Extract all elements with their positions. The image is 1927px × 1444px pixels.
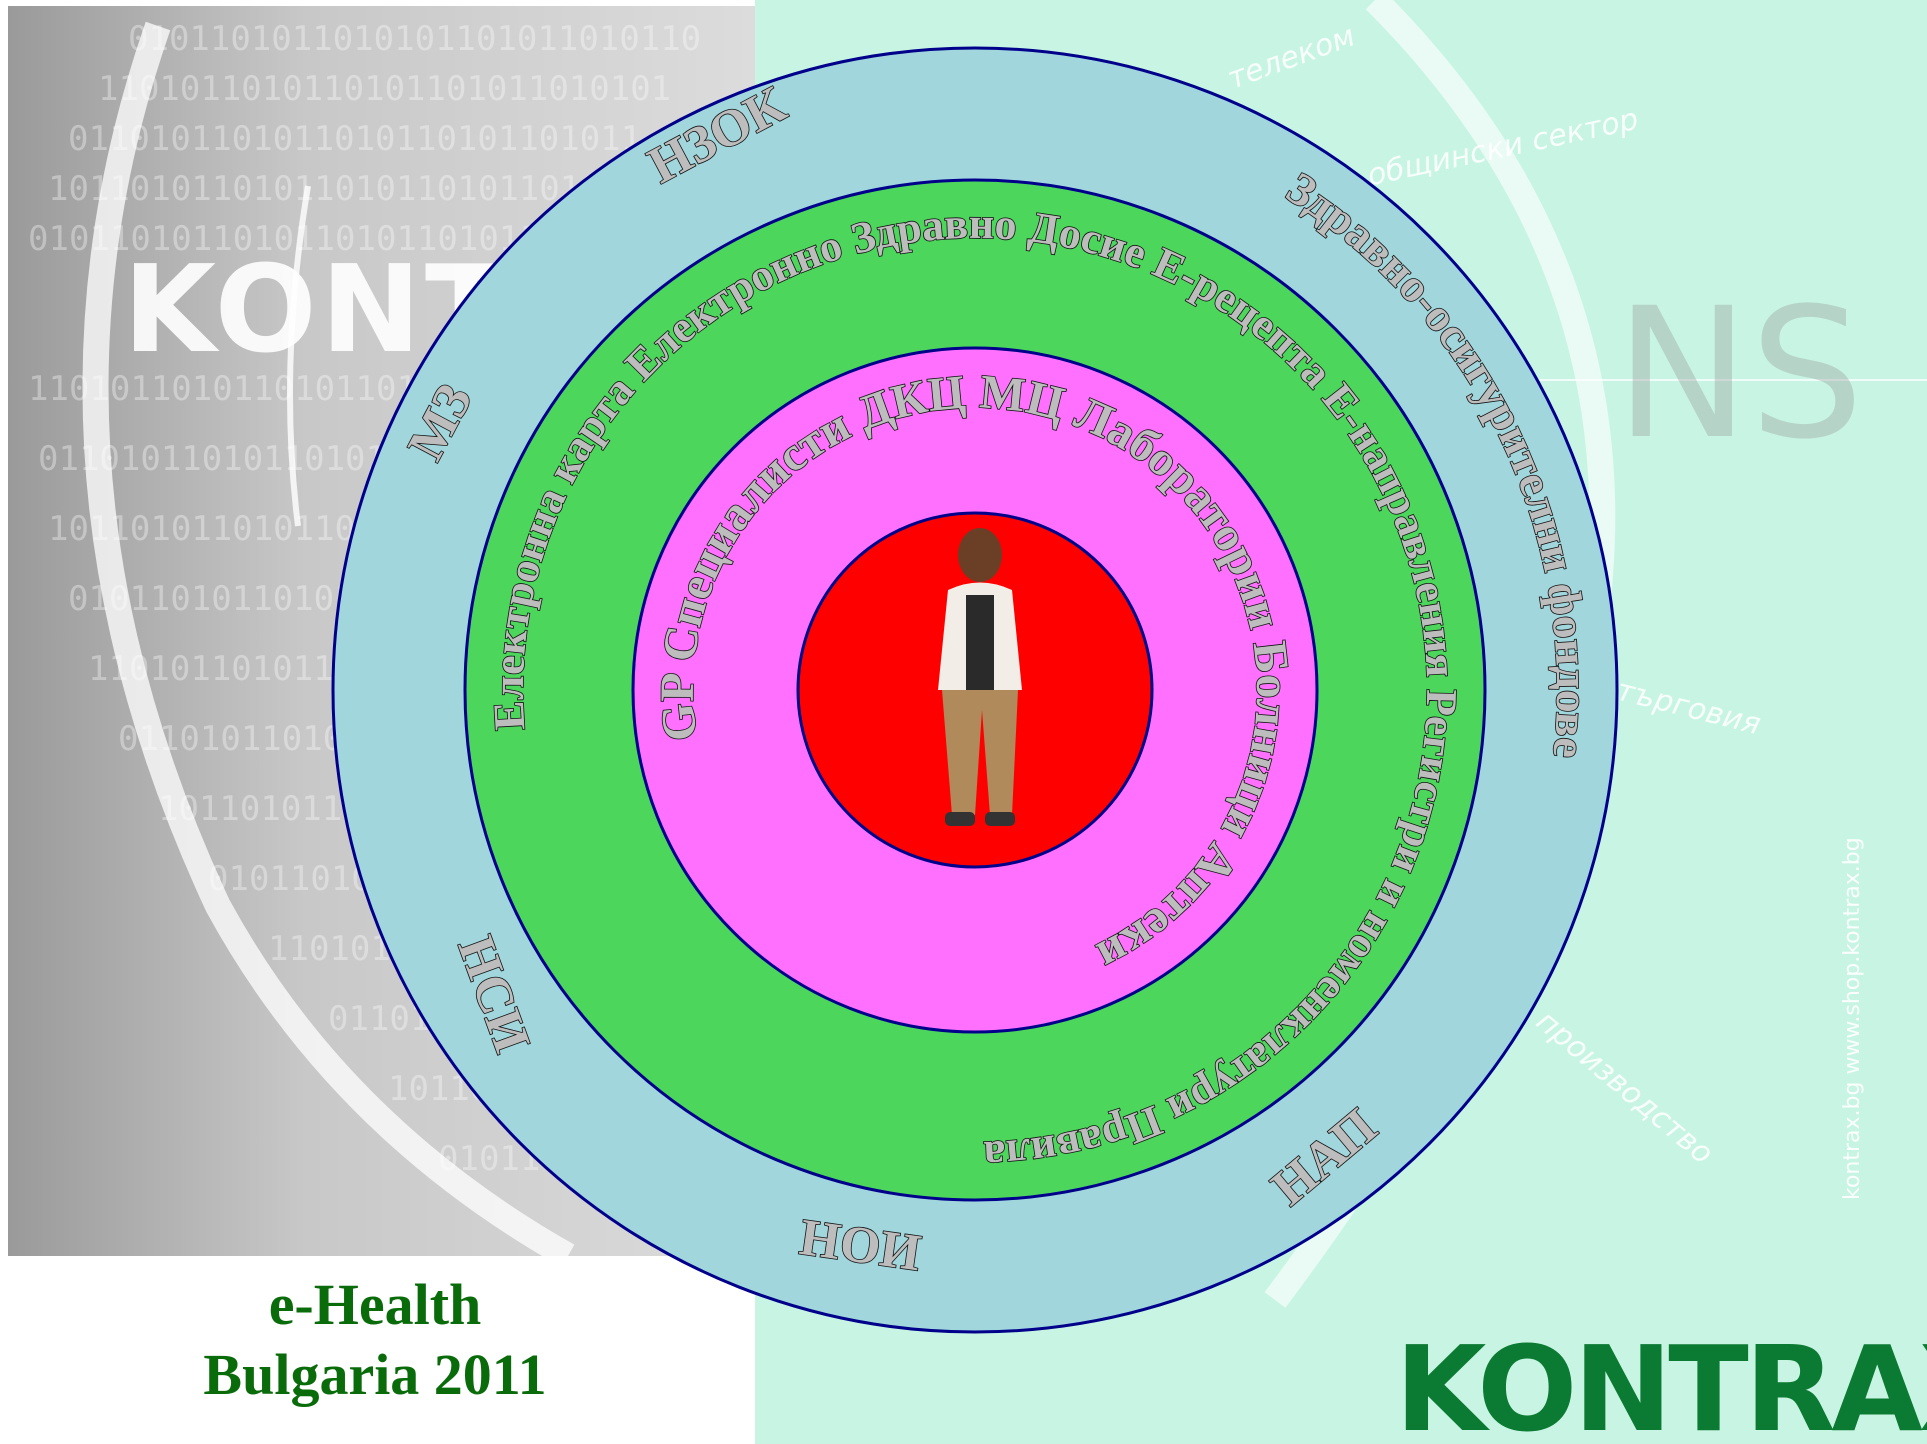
background-swoosh	[82, 21, 575, 1256]
person-figure	[938, 528, 1022, 826]
kontrax-logo: KONTRAX	[1395, 1320, 1927, 1444]
footer-title-line2: Bulgaria 2011	[203, 1342, 547, 1407]
watermark-ns: NS	[1615, 270, 1864, 479]
footer-title-line1: e-Health	[268, 1272, 482, 1337]
footer-title: e-Health Bulgaria 2011	[140, 1270, 610, 1410]
kontrax-logo-text: KONTRAX	[1395, 1320, 1927, 1444]
site-url: kontrax.bg www.shop.kontrax.bg	[1840, 837, 1865, 1200]
